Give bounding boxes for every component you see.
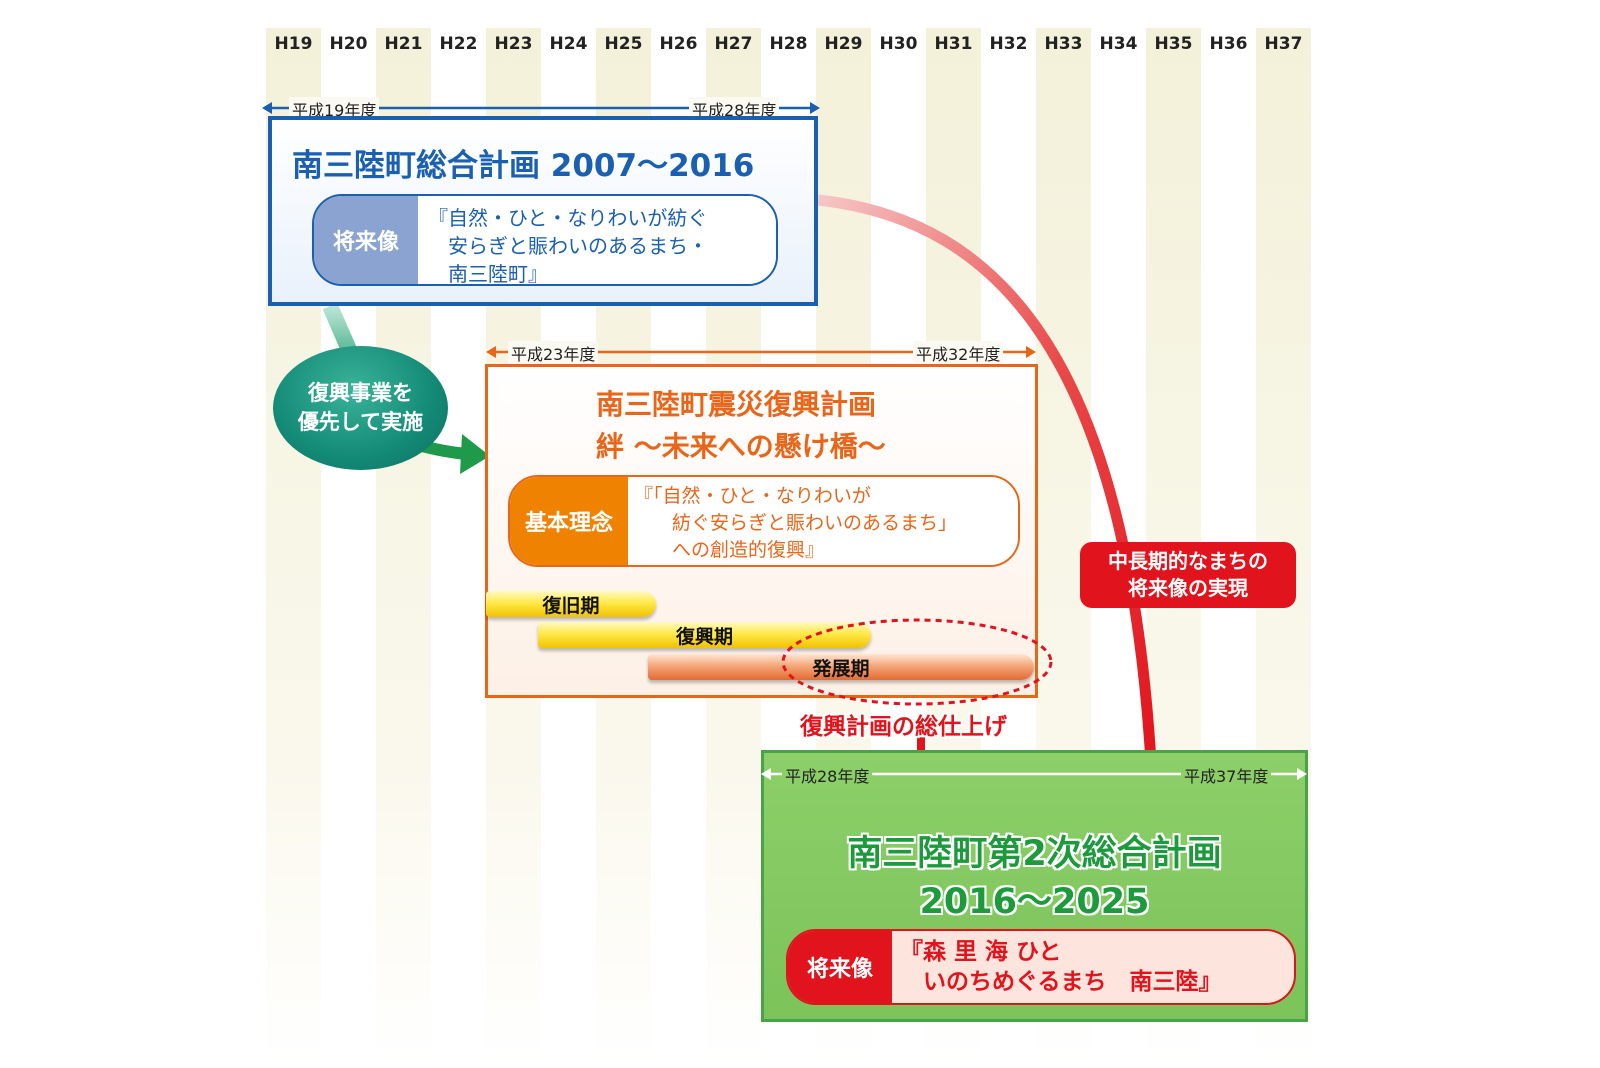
year-label: H22 [439, 34, 478, 54]
plan3-start-label: 平成28年度 [782, 763, 873, 787]
phase-bar-development: 発展期 [648, 654, 1034, 680]
year-label: H26 [659, 34, 698, 54]
plan1-box: 南三陸町総合計画 2007〜2016 将来像 『自然・ひと・なりわいが紡ぐ 安ら… [268, 116, 818, 306]
plan1-vision-label: 将来像 [314, 196, 418, 284]
year-label: H27 [714, 34, 753, 54]
plan3-vision-pill: 将来像 『森 里 海 ひと いのちめぐるまち 南三陸』 [786, 929, 1296, 1005]
teal-connector [322, 302, 358, 356]
red-curve-arrow [817, 194, 1158, 781]
year-label: H25 [604, 34, 643, 54]
finish-callout: 復興計画の総仕上げ [800, 714, 1007, 740]
year-label: H30 [879, 34, 918, 54]
plan3-title-line2: 2016〜2025 [919, 882, 1150, 922]
year-label: H36 [1209, 34, 1248, 54]
priority-callout: 復興事業を 優先して実施 [273, 346, 448, 470]
plan2-principle-label: 基本理念 [510, 477, 628, 565]
year-label: H37 [1264, 34, 1303, 54]
plan2-title-line2: 絆 〜未来への懸け橋〜 [596, 430, 886, 463]
plan3-box: 南三陸町第2次総合計画 2016〜2025 将来像 『森 里 海 ひと いのちめ… [761, 750, 1308, 1022]
year-label: H28 [769, 34, 808, 54]
plan2-principle-text: 『「自然・ひと・なりわいが 紡ぐ安らぎと賑わいのあるまち」 への創造的復興』 [628, 477, 1018, 565]
year-label: H35 [1154, 34, 1193, 54]
plan3-vision-label: 将来像 [788, 931, 892, 1003]
year-label: H31 [934, 34, 973, 54]
plan2-start-label: 平成23年度 [508, 341, 599, 365]
year-label: H23 [494, 34, 533, 54]
year-label: H19 [274, 34, 313, 54]
year-label: H29 [824, 34, 863, 54]
plan2-title-line1: 南三陸町震災復興計画 [596, 388, 877, 421]
phase-bar-reconstruction: 復興期 [538, 622, 871, 648]
year-label: H32 [989, 34, 1028, 54]
phase-bar-recovery: 復旧期 [486, 591, 656, 617]
plan1-vision-pill: 将来像 『自然・ひと・なりわいが紡ぐ 安らぎと賑わいのあるまち・ 南三陸町』 [312, 194, 778, 286]
year-label: H34 [1099, 34, 1138, 54]
plan3-vision-text: 『森 里 海 ひと いのちめぐるまち 南三陸』 [892, 931, 1294, 1003]
year-label: H21 [384, 34, 423, 54]
plan2-end-label: 平成32年度 [913, 341, 1004, 365]
year-label: H33 [1044, 34, 1083, 54]
plan1-vision-text: 『自然・ひと・なりわいが紡ぐ 安らぎと賑わいのあるまち・ 南三陸町』 [418, 196, 776, 284]
year-label: H24 [549, 34, 588, 54]
year-label: H20 [329, 34, 368, 54]
green-arrow-head [460, 434, 490, 474]
plan3-title-line1: 南三陸町第2次総合計画 [847, 834, 1222, 874]
plan1-title: 南三陸町総合計画 2007〜2016 [292, 148, 755, 184]
plan2-principle-pill: 基本理念 『「自然・ひと・なりわいが 紡ぐ安らぎと賑わいのあるまち」 への創造的… [508, 475, 1020, 567]
realization-callout: 中長期的なまちの 将来像の実現 [1080, 542, 1296, 608]
plan3-end-label: 平成37年度 [1181, 763, 1272, 787]
development-dashed-ellipse [781, 618, 1053, 706]
